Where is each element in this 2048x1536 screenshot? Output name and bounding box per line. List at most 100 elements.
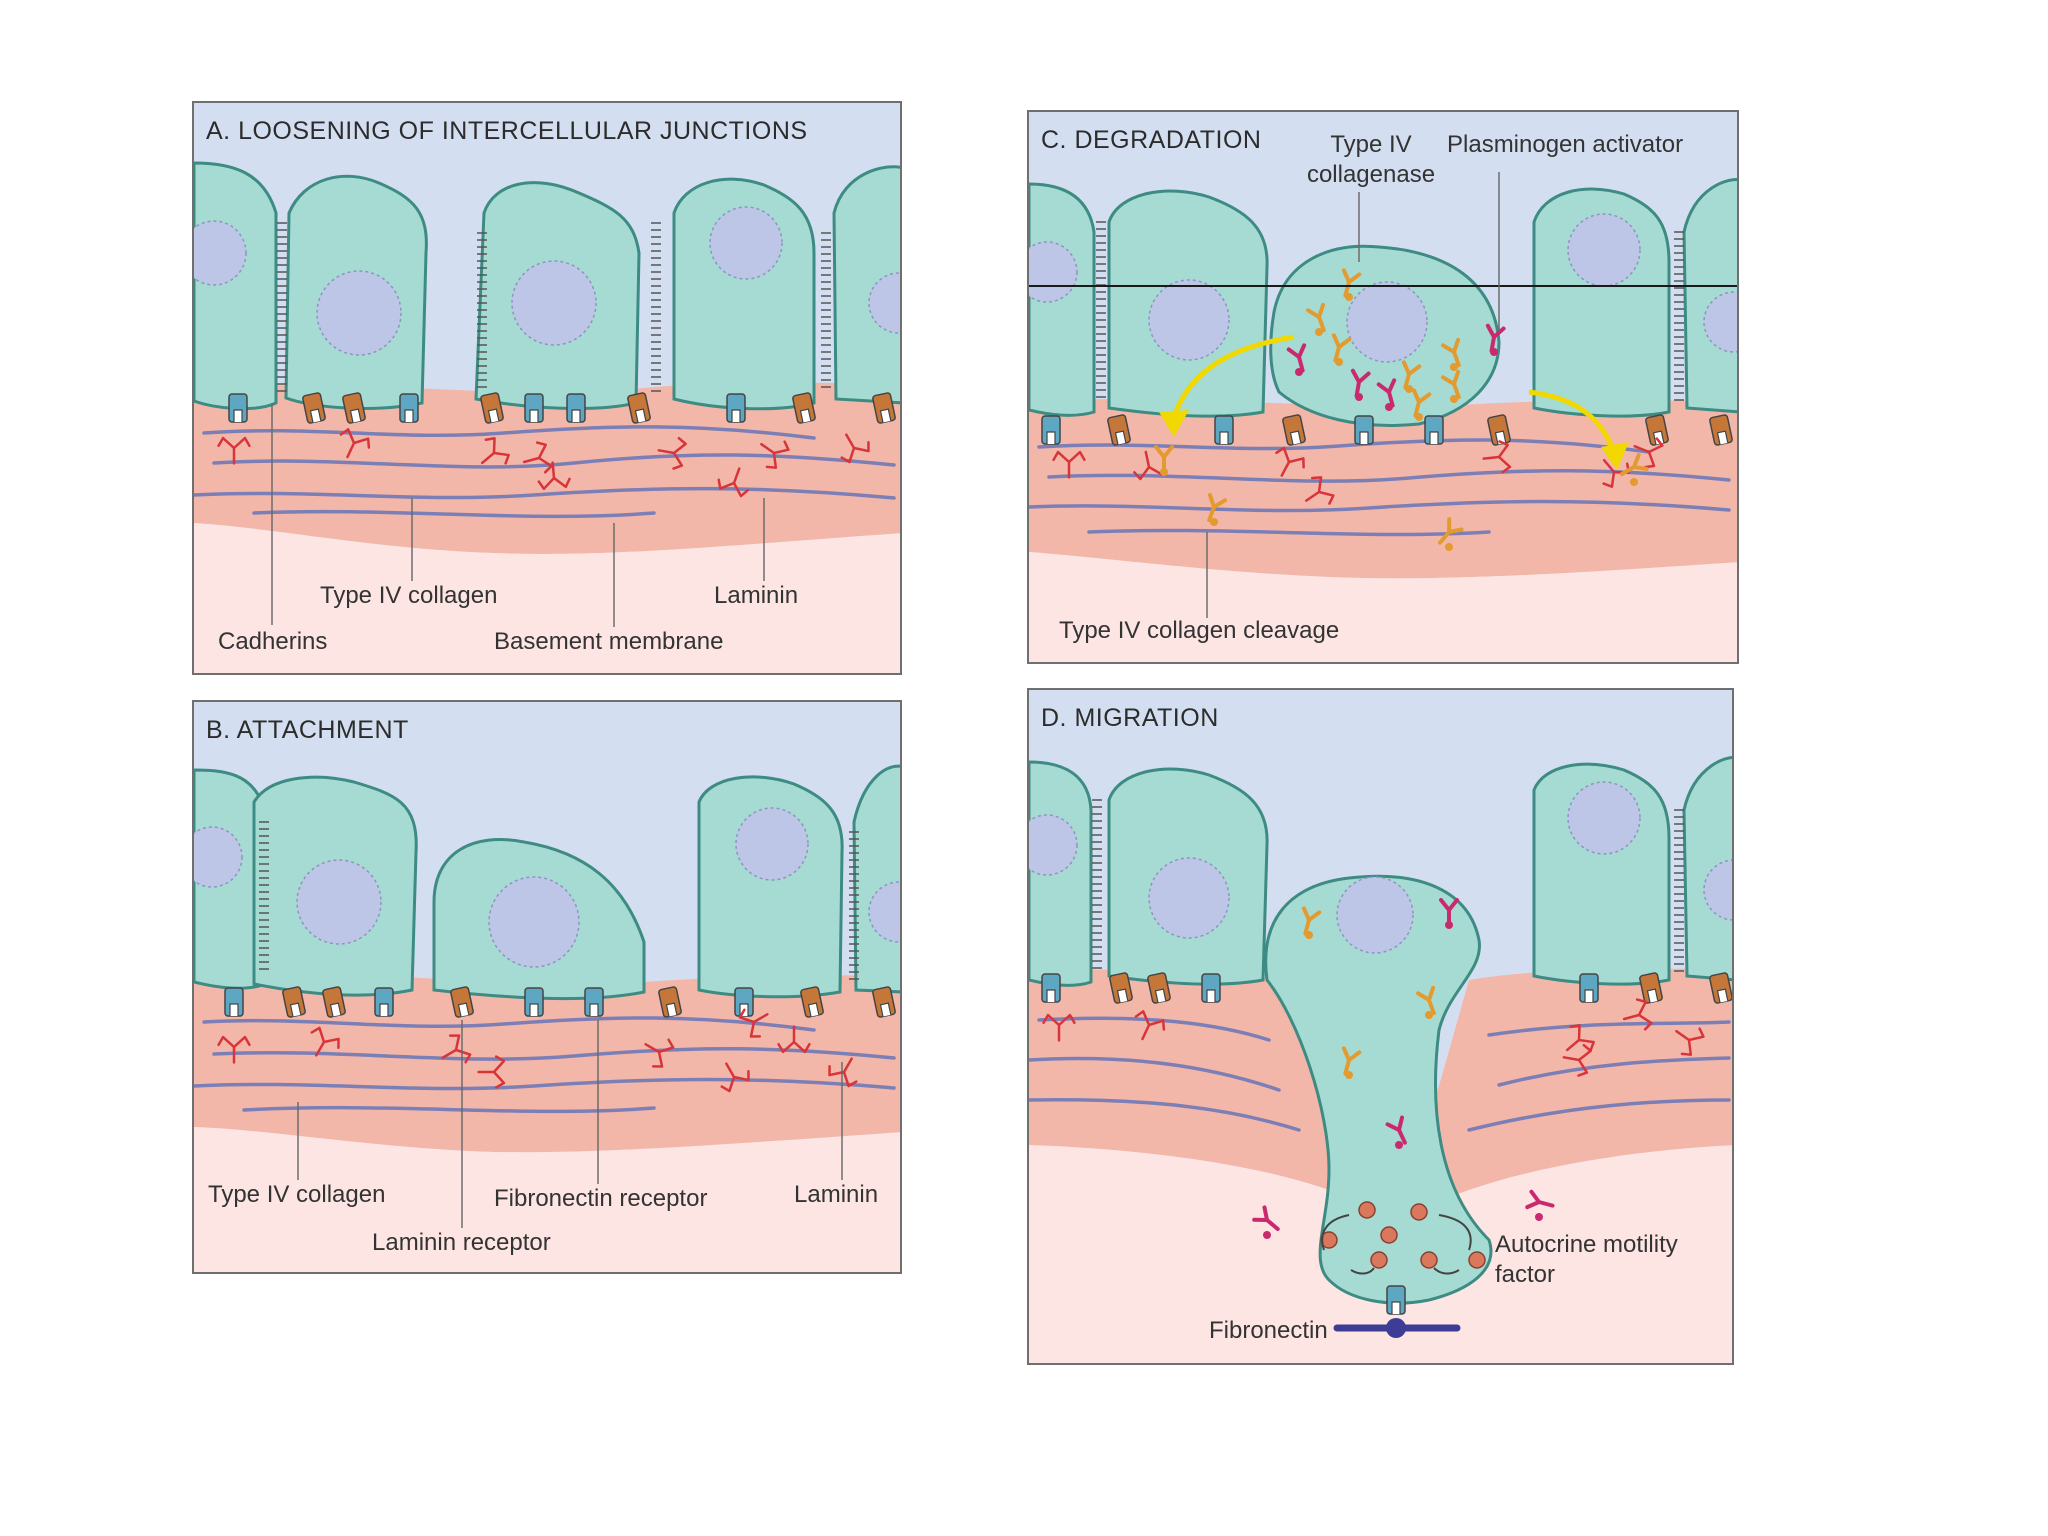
- laminin-molecule: [840, 433, 870, 464]
- laminin-molecule: [828, 1057, 858, 1088]
- type-iv-collagenase-head: [1415, 413, 1423, 421]
- cadherin: [1147, 972, 1171, 1004]
- panel-b-attachment: B. ATTACHMENT Type IV collagen Fibronect…: [192, 700, 902, 1274]
- laminin-receptor: [1041, 415, 1061, 445]
- feedback-arrow: [1321, 1214, 1350, 1251]
- laminin-molecule: [441, 1034, 472, 1064]
- cadherin: [627, 392, 651, 424]
- panel-d-migration: D. MIGRATION Autocrine motility factor F…: [1027, 688, 1734, 1365]
- cleaved-collagenase-head: [1630, 478, 1638, 486]
- plasminogen-activator: [1485, 323, 1506, 353]
- fibronectin-receptor: [1386, 1285, 1406, 1315]
- laminin-molecule: [720, 1062, 750, 1093]
- plasminogen-activator-head: [1445, 921, 1453, 929]
- cadherin: [1639, 972, 1663, 1004]
- cell-nucleus: [194, 826, 243, 888]
- laminin-molecule: [1134, 1010, 1166, 1041]
- cadherin: [1645, 414, 1669, 446]
- type-iv-collagen-fiber: [1037, 1016, 1271, 1042]
- panel-a-title: A. LOOSENING OF INTERCELLULAR JUNCTIONS: [206, 117, 808, 145]
- laminin-molecule: [1275, 446, 1305, 477]
- stroma: [1029, 552, 1737, 662]
- cadherin: [872, 392, 896, 424]
- laminin-molecule: [1622, 998, 1653, 1031]
- type-iv-collagenase: [1416, 985, 1436, 1016]
- type-iv-collagenase-head: [1450, 395, 1458, 403]
- type-iv-collagen-fiber: [1087, 528, 1491, 537]
- tumor-cell: [1682, 178, 1737, 414]
- cadherin-junction: [1674, 231, 1684, 401]
- cadherin-junction: [821, 232, 831, 388]
- laminin-molecule: [217, 436, 251, 465]
- laminin-receptor: [800, 986, 824, 1018]
- feedback-arrow: [1350, 1267, 1375, 1275]
- laminin-molecule: [657, 436, 687, 470]
- cleaved-collagenase-head: [1445, 543, 1453, 551]
- cell-nucleus: [488, 876, 580, 968]
- panel-b-title: B. ATTACHMENT: [206, 716, 409, 744]
- type-iv-collagen-fiber: [202, 425, 816, 440]
- type-iv-collagenase-head: [1335, 358, 1343, 366]
- cell-nucleus: [1336, 876, 1414, 954]
- cadherin: [1709, 972, 1732, 1004]
- cadherin: [1109, 972, 1133, 1004]
- plasminogen-activator-head: [1490, 348, 1498, 356]
- cell-nucleus: [194, 220, 247, 286]
- cadherin: [1709, 414, 1733, 446]
- cell-nucleus: [1346, 281, 1428, 363]
- type-iv-collagenase: [1401, 360, 1422, 390]
- laminin-molecule: [217, 1035, 251, 1064]
- plasminogen-activator: [1252, 1205, 1280, 1231]
- cell-nucleus: [1703, 859, 1732, 921]
- cell-nucleus: [296, 859, 382, 945]
- degradation-arrowhead: [1159, 410, 1189, 437]
- autocrine-motility-factor: [1420, 1251, 1438, 1269]
- type-iv-collagen-fiber: [242, 1105, 656, 1114]
- plasminogen-activator-head: [1263, 1231, 1271, 1239]
- panel-a-illustration: [194, 103, 900, 673]
- laminin-receptor: [524, 393, 544, 423]
- fibronectin-receptor: [524, 987, 544, 1017]
- laminin-molecule: [1562, 1043, 1592, 1077]
- cell-nucleus: [868, 272, 900, 334]
- cadherin-junction: [1674, 809, 1684, 972]
- cell-nucleus: [1567, 781, 1641, 855]
- cadherin: [302, 392, 326, 424]
- type-iv-collagenase: [1331, 333, 1352, 363]
- cadherin-junction: [259, 821, 269, 970]
- cleaved-collagenase: [1438, 517, 1464, 545]
- laminin-molecule: [1304, 476, 1335, 505]
- plasminogen-activator-head: [1355, 393, 1363, 401]
- label-type-iv-collagen-cleavage: Type IV collagen cleavage: [1059, 617, 1340, 644]
- cell-nucleus: [316, 270, 402, 356]
- laminin-receptor: [282, 986, 306, 1018]
- label-basement-membrane: Basement membrane: [494, 628, 724, 655]
- laminin-molecule: [1633, 437, 1664, 469]
- label-type-iv-collagenase: Type IV collagenase: [1306, 131, 1436, 188]
- laminin-molecule: [477, 1055, 506, 1089]
- cleaved-collagenase: [1619, 453, 1649, 476]
- fibronectin-receptor: [734, 987, 754, 1017]
- cell-nucleus: [511, 260, 597, 346]
- laminin-receptor: [450, 986, 474, 1018]
- laminin-molecule: [339, 428, 371, 459]
- plasminogen-activator: [1376, 378, 1397, 408]
- laminin-molecule: [1133, 450, 1166, 481]
- laminin-receptor: [1579, 973, 1599, 1003]
- panel-b-illustration: [194, 702, 900, 1272]
- fibronectin-receptor: [224, 987, 244, 1017]
- label-fibronectin: Fibronectin: [1209, 1317, 1328, 1344]
- type-iv-collagen-fiber: [212, 453, 896, 469]
- panel-d-illustration: [1029, 690, 1732, 1363]
- plasminogen-activator-head: [1385, 403, 1393, 411]
- autocrine-motility-factor: [1358, 1201, 1376, 1219]
- type-iv-collagenase-head: [1315, 328, 1323, 336]
- degradation-arrowhead: [1601, 442, 1629, 470]
- laminin-molecule: [1052, 450, 1086, 479]
- stroma: [194, 1127, 900, 1272]
- laminin-molecule: [738, 1008, 769, 1038]
- cadherin-junction: [849, 831, 859, 980]
- type-iv-collagen-fiber: [202, 1016, 816, 1032]
- label-laminin: Laminin: [714, 582, 799, 609]
- type-iv-collagenase-head: [1425, 1011, 1433, 1019]
